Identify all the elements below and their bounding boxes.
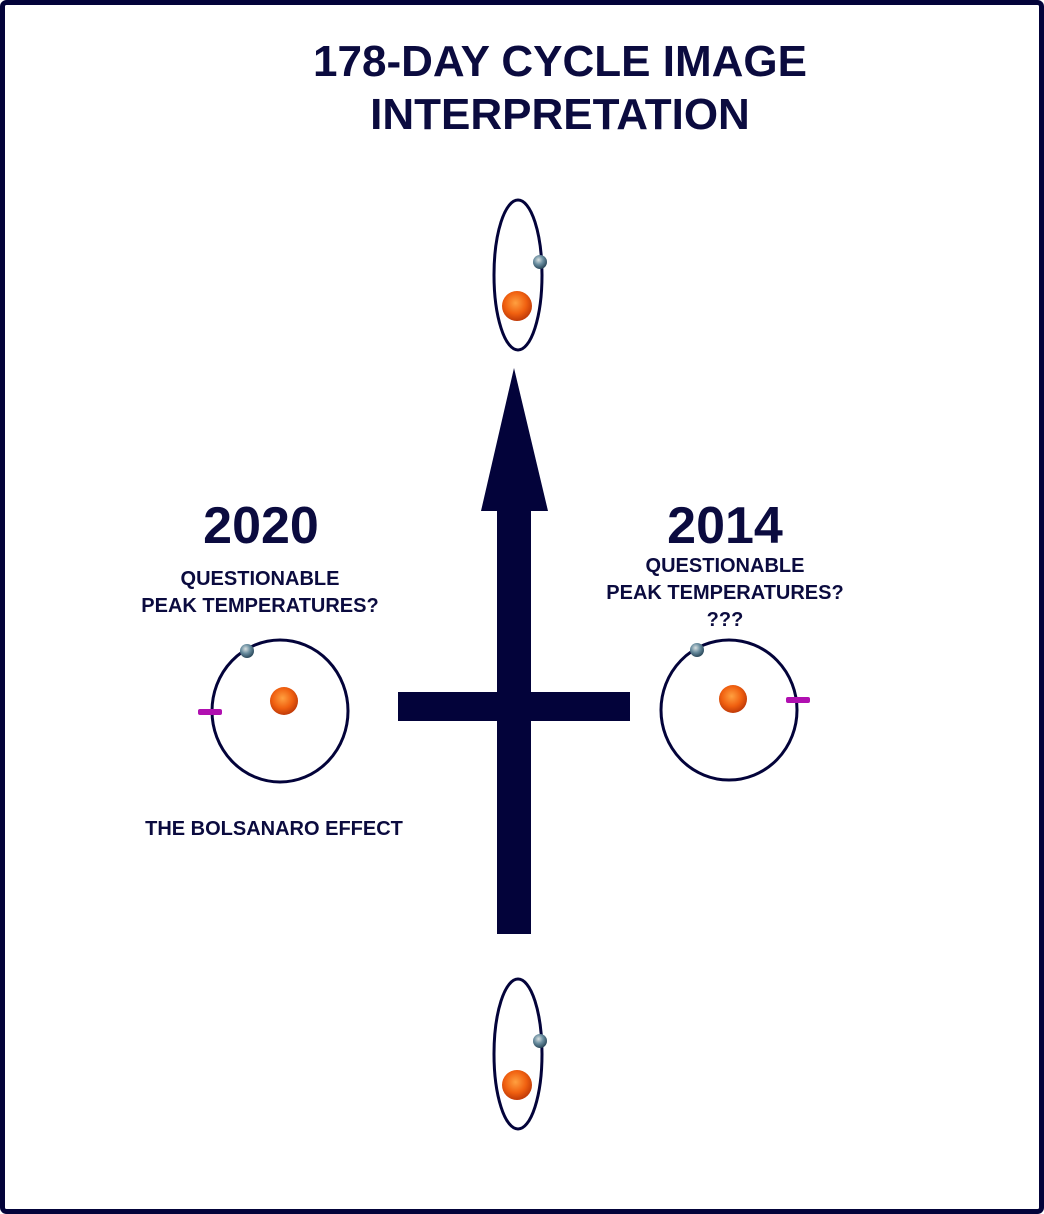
left-year: 2020 <box>203 497 319 555</box>
marker-dash <box>786 697 810 703</box>
orbit-ellipse <box>492 977 544 1131</box>
right-year: 2014 <box>667 497 783 555</box>
planet-icon <box>240 644 254 658</box>
left-text-1: QUESTIONABLE <box>181 568 340 590</box>
orbit-top <box>492 198 547 352</box>
sun-icon <box>270 687 298 715</box>
orbit-bottom <box>492 977 547 1131</box>
sun-icon <box>502 1070 532 1100</box>
left-caption: THE BOLSANARO EFFECT <box>145 818 403 840</box>
planet-icon <box>533 255 547 269</box>
planet-icon <box>690 643 704 657</box>
planet-icon <box>533 1034 547 1048</box>
arrow-head <box>481 368 548 511</box>
up-arrow <box>398 368 630 934</box>
left-text-2: PEAK TEMPERATURES? <box>141 595 378 617</box>
orbit-ellipse <box>492 198 544 352</box>
marker-dash <box>198 709 222 715</box>
orbit-right <box>659 638 810 782</box>
right-text-2: PEAK TEMPERATURES? <box>606 582 843 604</box>
sun-icon <box>502 291 532 321</box>
right-text-1: QUESTIONABLE <box>646 555 805 577</box>
orbit-ellipse <box>659 638 799 782</box>
title-line-1: 178-DAY CYCLE IMAGE <box>313 37 807 86</box>
sun-icon <box>719 685 747 713</box>
right-text-3: ??? <box>707 609 744 631</box>
orbit-left <box>198 638 350 784</box>
crossbar <box>398 692 630 721</box>
title-line-2: INTERPRETATION <box>370 90 750 139</box>
